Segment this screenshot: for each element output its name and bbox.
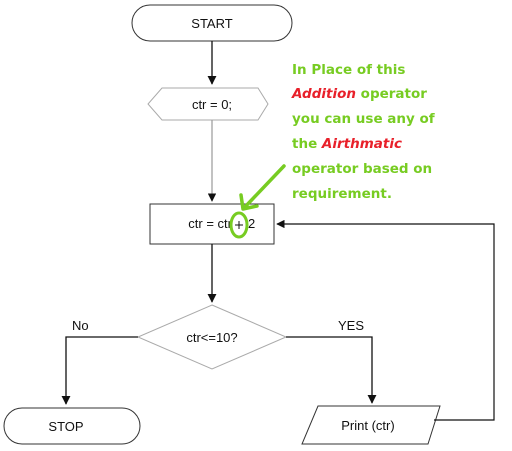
note-word-addition: Addition [291,86,356,102]
edge-print-process [276,219,495,421]
note-word-airthmatic: Airthmatic [321,136,402,152]
note-line-1: In Place of this [292,62,405,78]
edge-decision-stop [61,336,138,405]
start-label: START [191,16,232,31]
print-label: Print (ctr) [341,418,394,433]
note-line-6: requirement. [292,186,392,202]
stop-label: STOP [48,419,83,434]
decision-node: ctr<=10? [136,304,288,370]
note-line-2: Addition operator [291,86,427,102]
annotation-note: In Place of this Addition operator you c… [291,62,435,202]
plus-sign [235,221,243,229]
init-node: ctr = 0; [147,87,269,121]
start-node: START [131,4,293,42]
note-line-2-rest: operator [356,86,427,102]
yes-label: YES [338,318,364,333]
process-node: ctr = ctr 2 [149,203,275,245]
print-node: Print (ctr) [301,405,441,445]
init-label: ctr = 0; [192,97,232,112]
note-line-4-pre: the [292,136,322,152]
decision-label: ctr<=10? [186,330,237,345]
no-label: No [72,318,89,333]
note-line-3: you can use any of [292,111,435,127]
process-label-right: 2 [248,216,255,231]
process-label-left: ctr = ctr [188,216,232,231]
note-line-4: the Airthmatic [292,136,402,152]
edge-decision-print [286,336,377,404]
stop-node: STOP [3,407,141,445]
pointer-arrow [239,164,286,211]
note-line-5: operator based on [292,161,432,177]
highlight-circle [229,211,249,239]
